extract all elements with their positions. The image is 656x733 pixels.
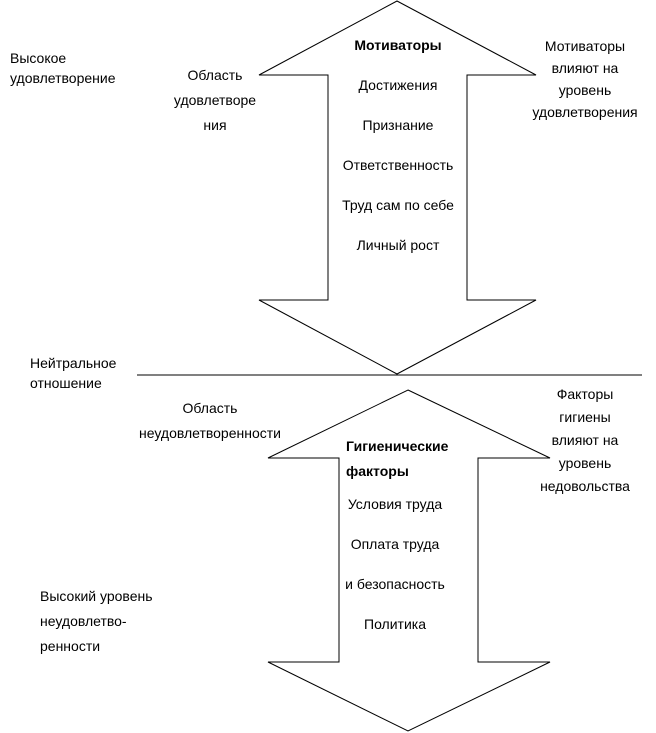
- hygiene-list: Условия труда Оплата труда и безопасност…: [325, 494, 465, 654]
- text: ренности: [40, 638, 101, 654]
- text: недовольства: [540, 478, 630, 494]
- list-item: и безопасность: [345, 576, 445, 592]
- text: удовлетворение: [10, 70, 116, 86]
- hygiene-double-arrow: [267, 389, 551, 732]
- text: удовлетворе: [173, 92, 257, 108]
- text: отношение: [30, 375, 102, 391]
- list-item: Признание: [362, 117, 434, 133]
- list-item: Труд сам по себе: [342, 197, 454, 213]
- text: Гигиенические: [346, 438, 449, 454]
- zone-satisfaction: Область удовлетворе ния: [170, 63, 260, 138]
- label-high-satisfaction: Высокое удовлетворение: [10, 48, 116, 88]
- zone-dissatisfaction: Область неудовлетворенности: [130, 396, 290, 446]
- motivators-title: Мотиваторы: [354, 37, 442, 53]
- text: Факторы: [556, 386, 614, 402]
- motivators-list: Мотиваторы Достижения Признание Ответств…: [318, 35, 478, 275]
- text: Мотиваторы: [544, 38, 626, 54]
- list-item: Ответственность: [342, 157, 454, 173]
- list-item: Личный рост: [356, 237, 440, 253]
- text: неудовлетворенности: [139, 425, 281, 441]
- note-hygiene: Факторы гигиены влияют на уровень недово…: [520, 383, 650, 498]
- list-item: Политика: [364, 616, 426, 632]
- text: Область: [182, 400, 238, 416]
- label-high-dissatisfaction: Высокий уровень неудовлетво- ренности: [40, 584, 153, 659]
- text: Область: [187, 67, 243, 83]
- text: неудовлетво-: [40, 613, 127, 629]
- motivators-double-arrow: [258, 0, 537, 375]
- label-neutral: Нейтральное отношение: [30, 353, 116, 393]
- text: Высокий уровень: [40, 588, 153, 604]
- text: факторы: [346, 463, 409, 479]
- list-item: Условия труда: [347, 496, 443, 512]
- note-motivators: Мотиваторы влияют на уровень удовлетворе…: [515, 35, 655, 123]
- text: ния: [203, 117, 227, 133]
- text: уровень: [558, 82, 612, 98]
- hygiene-title: Гигиенические факторы: [346, 434, 448, 484]
- text: уровень: [558, 455, 612, 471]
- text: Нейтральное: [30, 355, 117, 371]
- text: влияют на: [551, 60, 619, 76]
- list-item: Оплата труда: [350, 536, 440, 552]
- text: удовлетворения: [532, 104, 638, 120]
- text: влияют на: [551, 432, 619, 448]
- text: Высокое: [10, 50, 67, 66]
- text: гигиены: [559, 409, 611, 425]
- list-item: Достижения: [358, 77, 438, 93]
